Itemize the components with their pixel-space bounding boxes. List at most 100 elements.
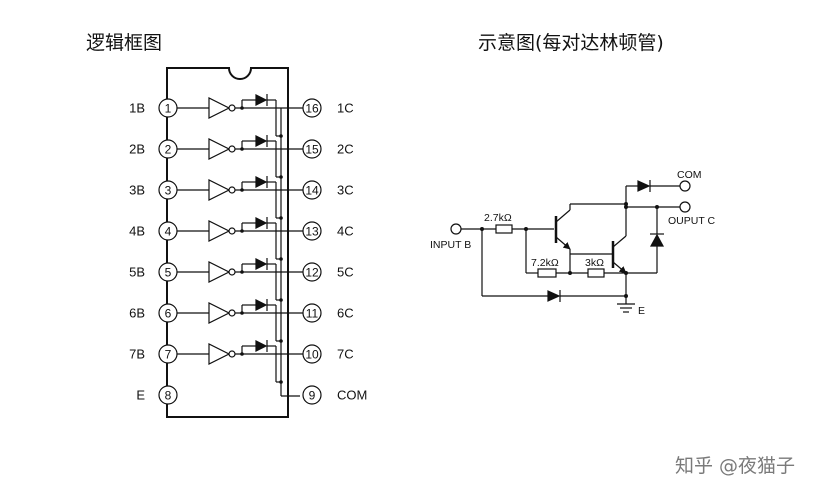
- pin-number: 6: [165, 307, 172, 321]
- pin-number: 11: [306, 307, 319, 321]
- logic-diagram-title: 逻辑框图: [86, 32, 163, 54]
- driver-channel: [177, 94, 303, 137]
- pin-number: 9: [309, 389, 316, 403]
- driver-channel: [177, 299, 303, 342]
- pin-label: 2B: [129, 142, 145, 157]
- bus-junction: [279, 216, 283, 220]
- darlington-schematic: [450, 180, 691, 313]
- pin-label: 4B: [129, 224, 145, 239]
- inverter-symbol: [208, 97, 231, 119]
- inverter-symbol: [208, 220, 231, 242]
- pin-number: 4: [165, 225, 172, 239]
- pin-label: 7B: [129, 347, 145, 362]
- pin-label: 3B: [129, 183, 145, 198]
- pin-number: 15: [305, 143, 319, 157]
- pin-label: E: [136, 388, 145, 403]
- pin-label: 1C: [337, 101, 354, 116]
- clamp-diode: [255, 258, 268, 270]
- r3-label: 3kΩ: [585, 257, 604, 269]
- pin-label: 5B: [129, 265, 145, 280]
- r1-label: 2.7kΩ: [484, 212, 512, 224]
- right-pin-13: 13 4C: [302, 221, 354, 241]
- ic-package-outline: [166, 67, 289, 418]
- pin-label: 1B: [129, 101, 145, 116]
- pin-number: 7: [165, 348, 172, 362]
- clamp-diode: [255, 176, 268, 188]
- pin-label: COM: [337, 388, 367, 403]
- right-pin-15: 15 2C: [302, 139, 354, 159]
- com-label: COM: [677, 169, 702, 181]
- input-b-label: INPUT B: [430, 239, 471, 251]
- left-pin-3: 3 3B: [129, 180, 178, 200]
- pin-label: 3C: [337, 183, 354, 198]
- pin-label: 5C: [337, 265, 354, 280]
- left-pin-8: 8E: [136, 385, 178, 405]
- inverter-symbol: [208, 138, 231, 160]
- bus-junction: [279, 257, 283, 261]
- inverter-symbol: [208, 302, 231, 324]
- clamp-diode: [255, 340, 268, 352]
- input-terminal: [450, 223, 462, 235]
- right-pin-11: 11 6C: [302, 303, 354, 323]
- right-pin-10: 10 7C: [302, 344, 354, 364]
- pin-label: 4C: [337, 224, 354, 239]
- resistor-r1: [495, 224, 513, 234]
- left-pin-1: 1 1B: [129, 98, 178, 118]
- pin-label: 2C: [337, 142, 354, 157]
- clamp-diode: [255, 94, 268, 106]
- right-pin-9: 9 COM: [302, 385, 367, 405]
- left-pin-5: 5 5B: [129, 262, 178, 282]
- driver-channel: [177, 176, 303, 219]
- resistor-r2: [537, 268, 557, 278]
- inverter-symbol: [208, 261, 231, 283]
- inverter-symbol: [208, 179, 231, 201]
- diode-input-ground: [547, 290, 561, 302]
- clamp-diode: [255, 135, 268, 147]
- pin-number: 13: [305, 225, 319, 239]
- bus-junction: [279, 380, 283, 384]
- driver-channel: [177, 340, 303, 383]
- right-pin-16: 16 1C: [302, 98, 354, 118]
- pin-label: 6C: [337, 306, 354, 321]
- diode-clamp: [649, 233, 665, 247]
- output-c-label: OUPUT C: [668, 215, 715, 227]
- left-pin-6: 6 6B: [129, 303, 178, 323]
- output-terminal: [679, 201, 691, 213]
- watermark: 知乎 @夜猫子: [674, 455, 795, 477]
- pin-number: 3: [165, 184, 172, 198]
- r2-label: 7.2kΩ: [531, 257, 559, 269]
- driver-channel: [177, 135, 303, 178]
- driver-channel: [177, 258, 303, 301]
- bus-junction: [279, 298, 283, 302]
- diode-com: [637, 180, 651, 192]
- schematic-title: 示意图(每对达林顿管): [478, 32, 664, 54]
- clamp-diode: [255, 217, 268, 229]
- pin-number: 10: [305, 348, 319, 362]
- pin-number: 8: [165, 389, 172, 403]
- pin-number: 14: [305, 184, 319, 198]
- right-pin-14: 14 3C: [302, 180, 354, 200]
- inverter-symbol: [208, 343, 231, 365]
- pin-circle: [302, 385, 322, 405]
- pin-circle: [158, 385, 178, 405]
- bus-junction: [279, 339, 283, 343]
- clamp-diode: [255, 299, 268, 311]
- pin-number: 16: [305, 102, 319, 116]
- driver-channel: [177, 217, 303, 260]
- pin-label: 7C: [337, 347, 354, 362]
- resistor-r3: [587, 268, 605, 278]
- left-pin-7: 7 7B: [129, 344, 178, 364]
- pin-number: 5: [165, 266, 172, 280]
- emitter-label: E: [638, 305, 645, 317]
- com-terminal: [679, 180, 691, 192]
- pin-number: 12: [305, 266, 319, 280]
- left-pin-4: 4 4B: [129, 221, 178, 241]
- left-pin-2: 22B: [129, 139, 178, 159]
- right-pin-group: 16 1C 15 2C 14 3C 13 4C 12 5C 11 6C 10 7C 9 COM: [302, 98, 367, 405]
- pin-label: 6B: [129, 306, 145, 321]
- driver-channels: [177, 94, 303, 384]
- pin-number: 1: [165, 102, 172, 116]
- bus-junction: [279, 134, 283, 138]
